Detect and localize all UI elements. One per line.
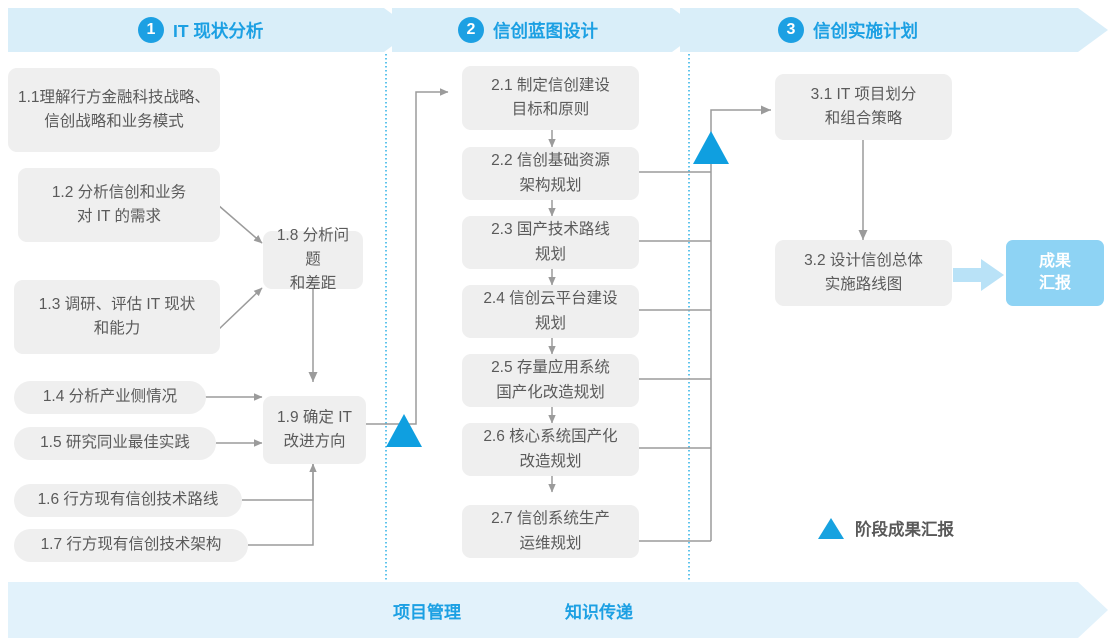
footer-item-knowledge-transfer[interactable]: 知识传递 (565, 603, 633, 622)
milestone-triangle-1 (386, 414, 422, 447)
edge-1-7-to-1-9 (248, 464, 314, 546)
edge-1-3-to-1-8 (217, 287, 263, 331)
node-1-2[interactable]: 1.2 分析信创和业务 对 IT 的需求 (18, 168, 220, 242)
legend-milestone: 阶段成果汇报 (818, 516, 954, 540)
node-1-8[interactable]: 1.8 分析问题 和差距 (263, 227, 363, 292)
footer-band (8, 582, 1108, 638)
node-2-3[interactable]: 2.3 国产技术路线 规划 (462, 216, 639, 269)
phase-title-1: IT 现状分析 (173, 20, 264, 41)
node-result-report[interactable]: 成果 汇报 (1006, 240, 1104, 306)
phase-header-2: 2 信创蓝图设计 (458, 17, 598, 43)
edge-1-9-to-2-1 (366, 88, 449, 425)
phase-header-1: 1 IT 现状分析 (138, 17, 263, 43)
edge-1-6-to-1-9 (242, 463, 317, 501)
edge-1-2-to-1-8 (217, 204, 263, 244)
milestone-triangle-2 (693, 131, 729, 164)
node-1-7[interactable]: 1.7 行方现有信创技术架构 (14, 529, 248, 562)
node-2-1[interactable]: 2.1 制定信创建设 目标和原则 (462, 66, 639, 130)
node-1-3[interactable]: 1.3 调研、评估 IT 现状 和能力 (14, 280, 220, 354)
node-2-2[interactable]: 2.2 信创基础资源 架构规划 (462, 147, 639, 200)
phase-title-2: 信创蓝图设计 (493, 20, 598, 41)
node-3-1[interactable]: 3.1 IT 项目划分 和组合策略 (775, 74, 952, 140)
node-1-9[interactable]: 1.9 确定 IT 改进方向 (263, 396, 366, 464)
phase-header-3: 3 信创实施计划 (778, 17, 918, 43)
node-2-4[interactable]: 2.4 信创云平台建设 规划 (462, 285, 639, 338)
triangle-icon (818, 517, 844, 539)
node-2-5[interactable]: 2.5 存量应用系统 国产化改造规划 (462, 354, 639, 407)
phase-number-3: 3 (778, 17, 804, 43)
phase-number-2: 2 (458, 17, 484, 43)
node-2-6[interactable]: 2.6 核心系统国产化 改造规划 (462, 423, 639, 476)
node-2-7[interactable]: 2.7 信创系统生产 运维规划 (462, 505, 639, 558)
node-3-2[interactable]: 3.2 设计信创总体 实施路线图 (775, 240, 952, 306)
node-1-4[interactable]: 1.4 分析产业侧情况 (14, 381, 206, 414)
edge-3-2-to-result (953, 259, 1004, 291)
phase-number-1: 1 (138, 17, 164, 43)
node-1-1[interactable]: 1.1理解行方金融科技战略、 信创战略和业务模式 (8, 68, 220, 152)
node-1-6[interactable]: 1.6 行方现有信创技术路线 (14, 484, 242, 517)
footer-item-project-management[interactable]: 项目管理 (393, 603, 461, 622)
edge-bus-to-3-1 (710, 105, 771, 133)
phase-title-3: 信创实施计划 (813, 20, 918, 41)
legend-label: 阶段成果汇报 (855, 521, 954, 539)
node-1-5[interactable]: 1.5 研究同业最佳实践 (14, 427, 216, 460)
